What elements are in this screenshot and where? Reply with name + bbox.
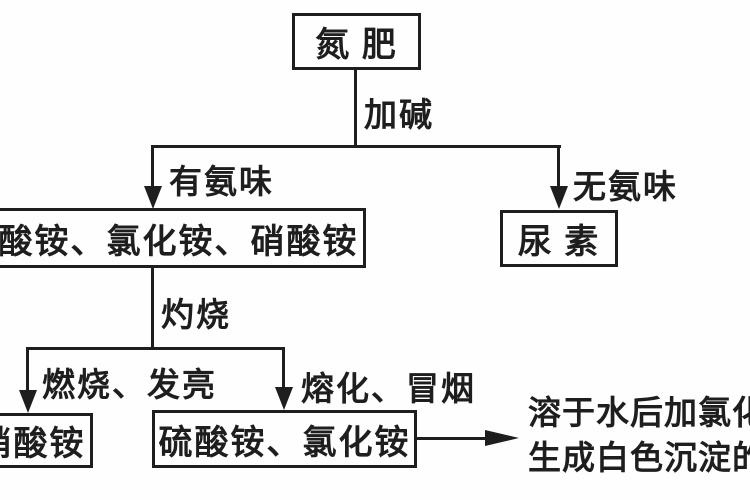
connector-root-stem [354, 70, 357, 148]
connector-branch1-left [151, 145, 154, 191]
connector-branch2-left [26, 347, 29, 392]
edge-label-has-ammonia: 有氨味 [169, 165, 274, 201]
connector-result-arrow-shaft [417, 437, 489, 440]
result-note: 溶于水后加氯化 生成白色沉淀的 [528, 392, 750, 482]
arrowhead-down-burn-bright-icon [19, 390, 37, 413]
node-urea: 尿 素 [500, 210, 618, 267]
arrowhead-right-result-icon [485, 430, 519, 446]
node-ammonium-salts-label: 硫酸铵、氯化铵、硝酸铵 [0, 223, 359, 261]
edge-label-no-ammonia: 无氨味 [573, 170, 678, 206]
connector-branch2-right [282, 347, 285, 389]
result-note-line1: 溶于水后加氯化 [528, 396, 750, 432]
node-ammonium-nitrate: 硝酸铵 [0, 413, 93, 468]
arrowhead-down-no-ammonia-icon [550, 186, 568, 209]
result-note-line2: 生成白色沉淀的 [528, 441, 750, 477]
node-nitrogen-fertilizer-label: 氮 肥 [315, 27, 398, 64]
connector-ignite-stem [151, 268, 154, 350]
node-urea-label: 尿 素 [517, 224, 601, 261]
connector-branch2-horizontal [26, 347, 285, 350]
edge-label-ignite: 灼烧 [161, 298, 231, 334]
node-ammonium-salts: 硫酸铵、氯化铵、硝酸铵 [0, 208, 366, 268]
connector-branch1-right [557, 145, 560, 189]
node-sulfate-chloride: 硫酸铵、氯化铵 [152, 410, 417, 468]
edge-label-burn-bright: 燃烧、发亮 [42, 368, 217, 404]
node-nitrogen-fertilizer: 氮 肥 [292, 13, 421, 70]
connector-branch1-horizontal [151, 145, 561, 148]
arrowhead-down-has-ammonia-icon [144, 186, 162, 209]
arrowhead-down-melt-smoke-icon [275, 387, 293, 410]
edge-label-add-alkali: 加碱 [364, 98, 434, 134]
node-ammonium-nitrate-label: 硝酸铵 [0, 426, 86, 463]
edge-label-melt-smoke: 熔化、冒烟 [301, 372, 476, 408]
node-sulfate-chloride-label: 硫酸铵、氯化铵 [158, 424, 411, 462]
